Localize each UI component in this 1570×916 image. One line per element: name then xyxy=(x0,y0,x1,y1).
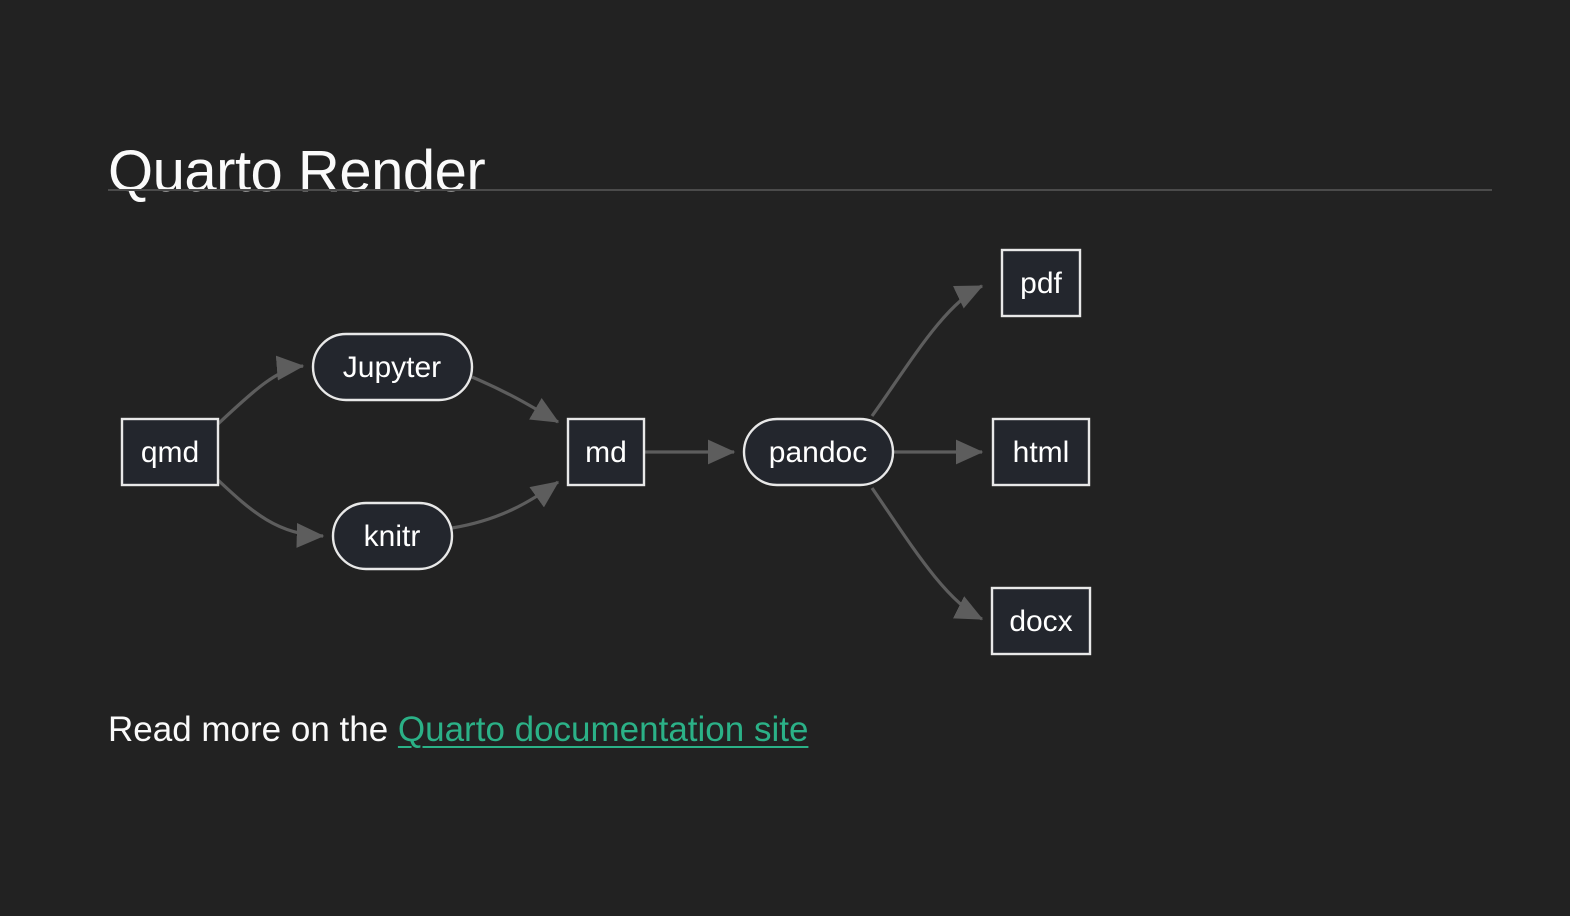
node-jupyter-label: Jupyter xyxy=(343,351,441,384)
footer-prefix: Read more on the xyxy=(108,710,398,749)
edge-qmd-to-knitr xyxy=(216,478,325,548)
node-pandoc-shape[interactable] xyxy=(742,417,895,487)
node-md-shape[interactable] xyxy=(566,417,646,487)
edge-pandoc-to-docx xyxy=(870,487,984,621)
node-docx-shape[interactable] xyxy=(990,586,1092,656)
node-qmd-shape[interactable] xyxy=(120,417,220,487)
node-md-label: md xyxy=(585,436,627,469)
node-knitr[interactable]: knitr xyxy=(331,501,454,571)
node-docx[interactable]: docx xyxy=(990,586,1092,656)
node-knitr-shape[interactable] xyxy=(331,501,454,571)
node-qmd-label: qmd xyxy=(141,436,199,469)
edge-pandoc-to-pdf xyxy=(870,284,984,417)
edge-qmd-to-jupyter xyxy=(216,355,305,426)
quarto-documentation-link[interactable]: Quarto documentation site xyxy=(397,710,809,749)
node-pdf-shape[interactable] xyxy=(1000,248,1082,318)
node-jupyter-shape[interactable] xyxy=(311,332,474,402)
title-divider xyxy=(108,189,1492,191)
node-knitr-label: knitr xyxy=(364,520,421,553)
node-pandoc[interactable]: pandoc xyxy=(742,417,895,487)
node-html[interactable]: html xyxy=(991,417,1091,487)
node-pdf[interactable]: pdf xyxy=(1000,248,1082,318)
page-title: Quarto Render xyxy=(108,138,486,204)
footer-text: Read more on the Quarto documentation si… xyxy=(108,707,808,753)
node-qmd[interactable]: qmd xyxy=(120,417,220,487)
node-html-shape[interactable] xyxy=(991,417,1091,487)
node-pdf-label: pdf xyxy=(1020,267,1062,300)
edge-group xyxy=(216,284,984,621)
node-jupyter[interactable]: Jupyter xyxy=(311,332,474,402)
edge-jupyter-to-md xyxy=(471,375,560,424)
edge-knitr-to-md xyxy=(451,480,560,530)
node-docx-label: docx xyxy=(1009,605,1072,638)
node-md[interactable]: md xyxy=(566,417,646,487)
node-pandoc-label: pandoc xyxy=(769,436,867,469)
node-html-label: html xyxy=(1013,436,1070,469)
